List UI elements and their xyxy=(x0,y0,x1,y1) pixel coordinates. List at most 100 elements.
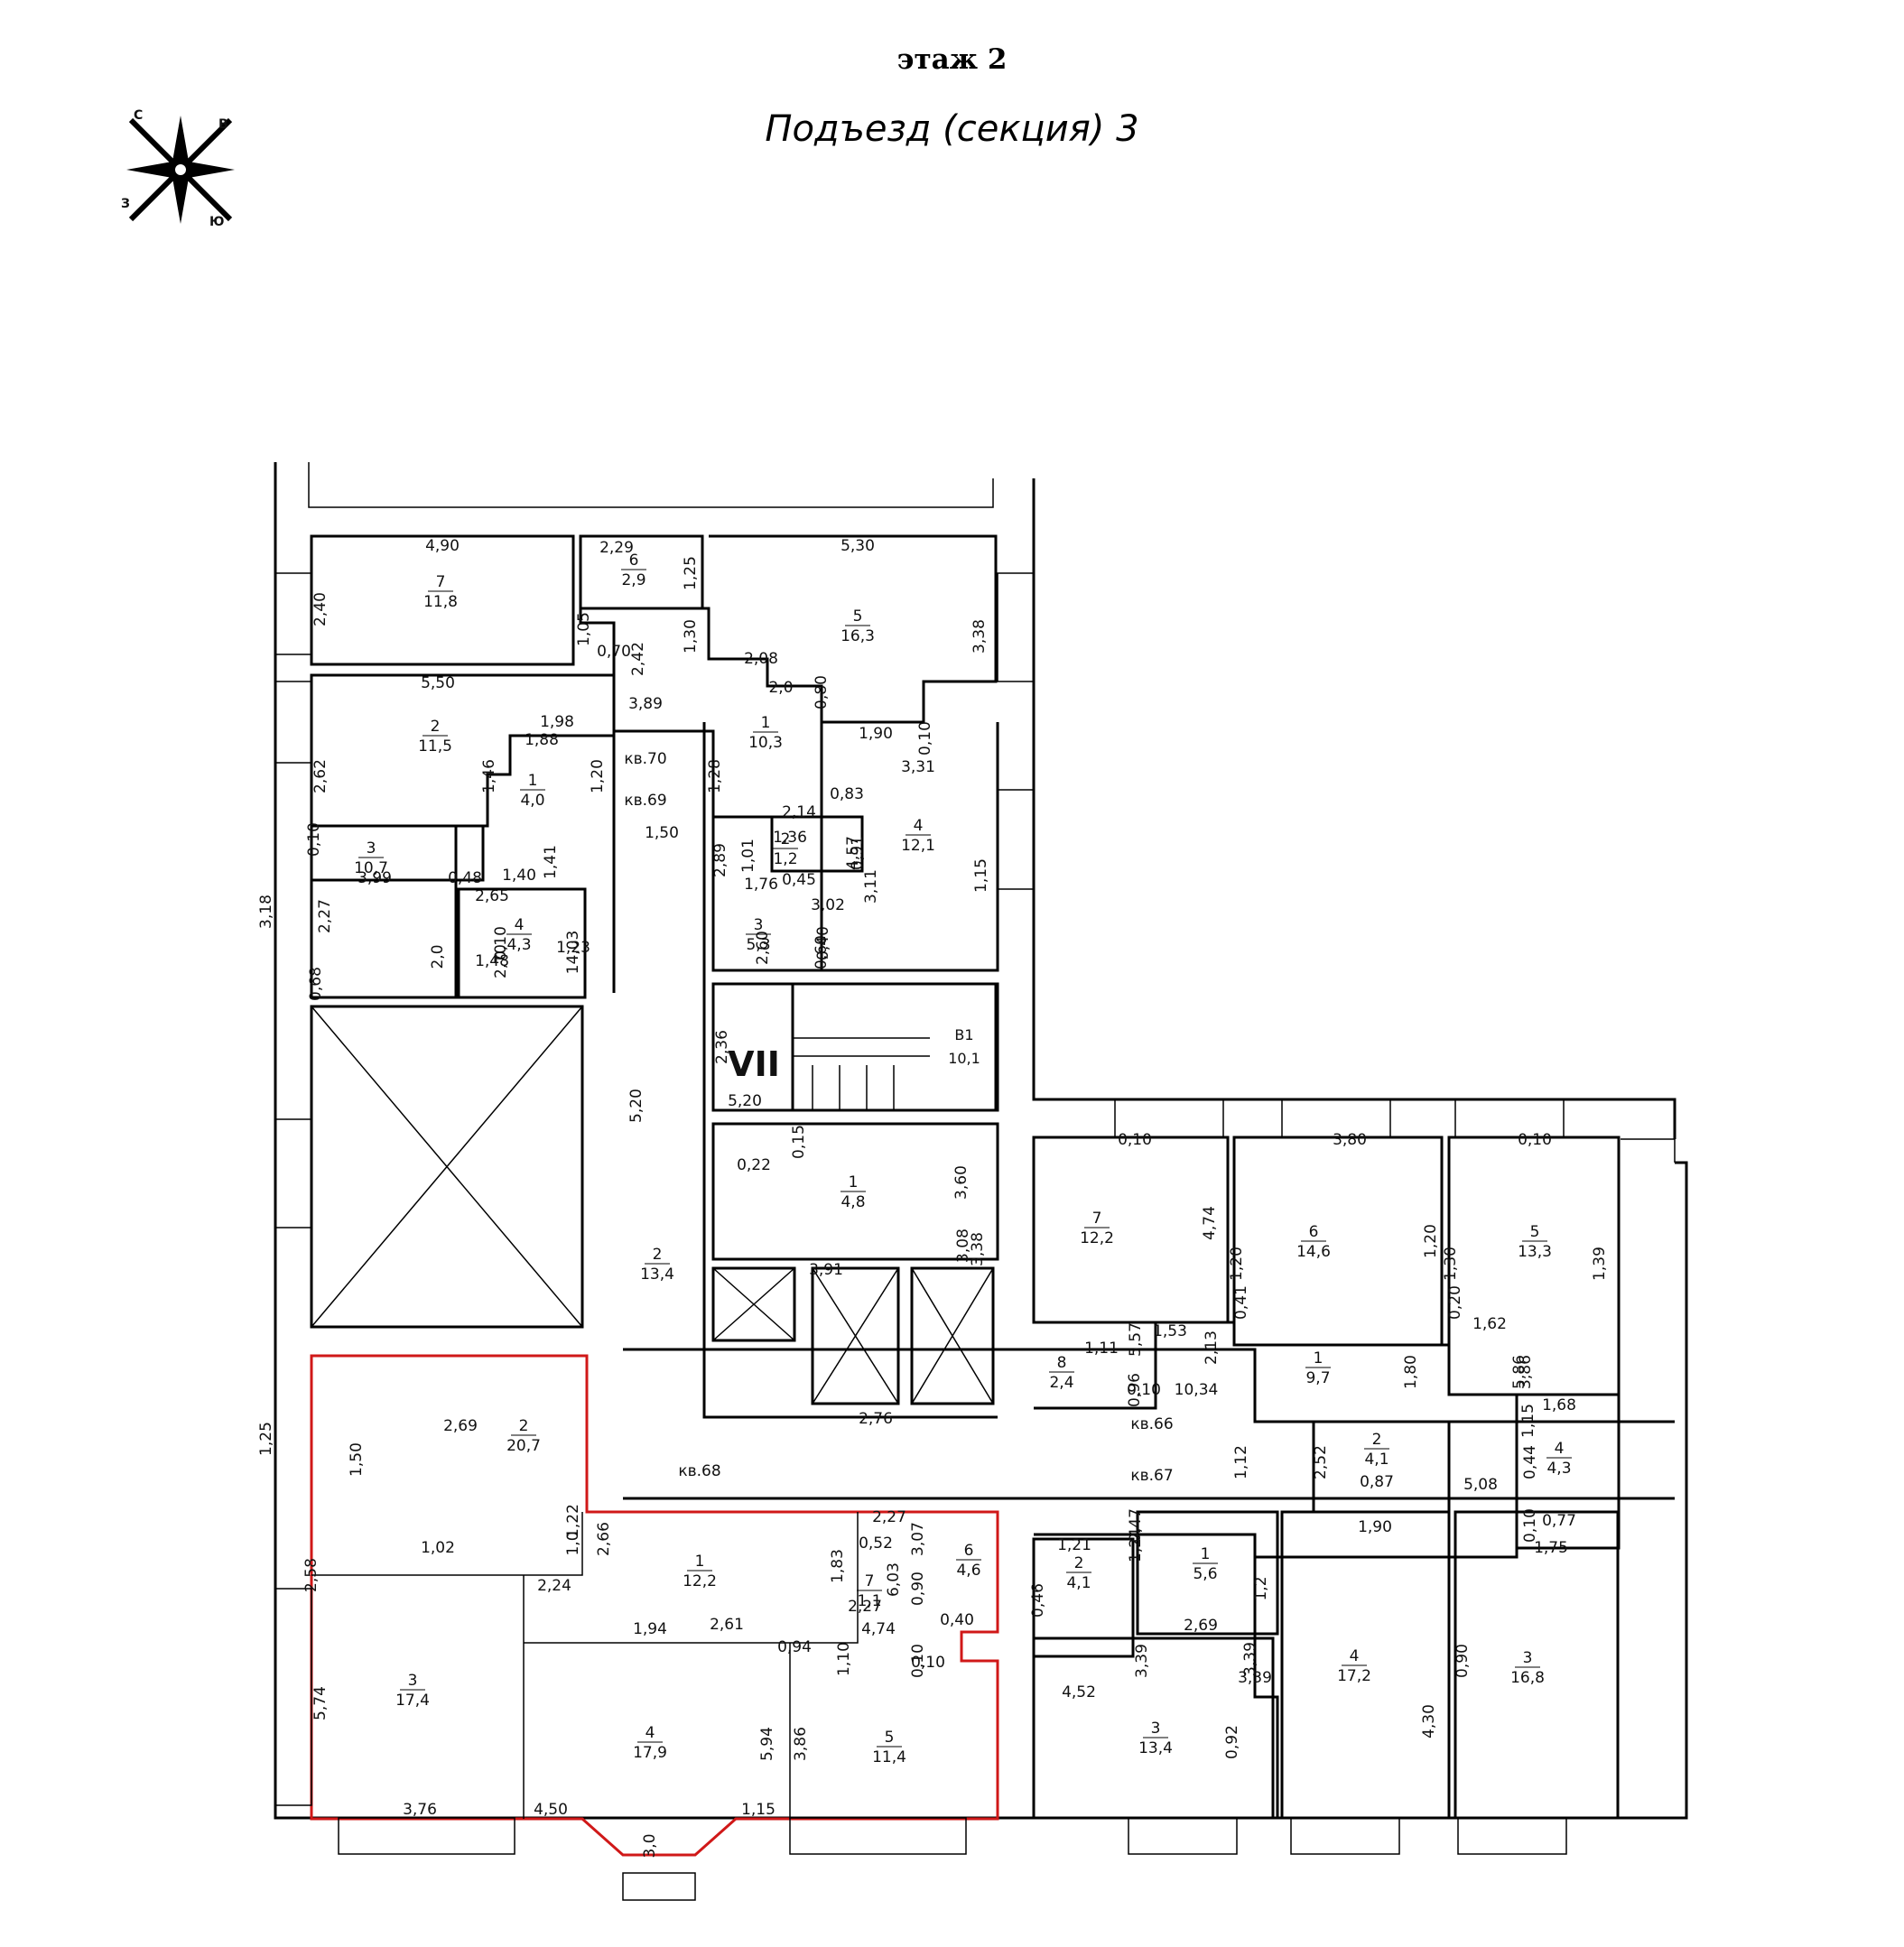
dimension-label: 4,30 xyxy=(1420,1704,1438,1738)
dimension-label: 3,91 xyxy=(809,1261,843,1279)
dimension-label: 0,22 xyxy=(737,1156,771,1174)
dimension-label: 3,89 xyxy=(628,695,663,713)
dimension-label: 1,22 xyxy=(564,1504,582,1538)
room-number: 5 xyxy=(1530,1223,1540,1241)
dimension-label: 0,70 xyxy=(597,643,631,661)
apartment-68-outline xyxy=(310,1354,999,1857)
dimension-label: 1,25 xyxy=(257,1422,275,1456)
room-area: 5,6 xyxy=(1193,1565,1217,1583)
room-number: 1 xyxy=(1201,1545,1211,1563)
stairwell xyxy=(791,982,998,1112)
room-number: 5 xyxy=(885,1729,895,1747)
dimension-label: 1,02 xyxy=(421,1539,455,1557)
dimension-label: 2,66 xyxy=(595,1522,613,1556)
room-area: 9,7 xyxy=(1305,1369,1330,1387)
room-area: 11,8 xyxy=(423,593,458,611)
windows xyxy=(274,572,1567,1901)
dimension-label: 3,76 xyxy=(403,1801,437,1819)
room-area: 1,2 xyxy=(773,850,797,868)
dimension-label: 0,52 xyxy=(859,1534,893,1553)
room-area: 4,1 xyxy=(1066,1574,1091,1592)
dimension-label: 5,74 xyxy=(311,1686,330,1720)
dimension-label: 1,25 xyxy=(682,556,700,590)
compass-south: Ю xyxy=(209,215,224,229)
room-area: 17,9 xyxy=(633,1744,667,1762)
dimension-label: 5,94 xyxy=(758,1727,776,1761)
room-number: 8 xyxy=(1057,1354,1067,1372)
room-area: 13,4 xyxy=(640,1266,674,1284)
dimension-label: 1,2 xyxy=(1252,1576,1270,1600)
dimension-label: 0,10 xyxy=(911,1654,945,1672)
compass-west: З xyxy=(121,197,130,211)
dimension-label: 0,20 xyxy=(1446,1285,1464,1320)
room-number: 4 xyxy=(515,916,525,934)
room-number: 6 xyxy=(1309,1223,1319,1241)
room-number: 2 xyxy=(431,718,441,736)
dimension-label: 0,48 xyxy=(448,869,482,887)
apartment-label: кв.66 xyxy=(1130,1415,1173,1433)
dimension-label: 0,92 xyxy=(1223,1725,1241,1759)
dimension-label: 3,02 xyxy=(811,896,845,914)
room-number: 1 xyxy=(849,1173,859,1191)
compass-north: С xyxy=(134,108,143,123)
dimension-label: 1,05 xyxy=(575,612,593,646)
dimension-label: 0,10 xyxy=(1518,1131,1552,1149)
dimension-label: 2,69 xyxy=(443,1417,478,1435)
dimension-label: 1,21 xyxy=(1057,1536,1091,1554)
dimension-label: 1,53 xyxy=(1153,1322,1187,1340)
dimension-label: 1,12 xyxy=(1232,1445,1250,1479)
dimension-label: 0,15 xyxy=(790,1125,808,1159)
dimension-label: 0,40 xyxy=(814,926,832,960)
dimension-label: 2,61 xyxy=(710,1616,744,1634)
dimension-label: 2,29 xyxy=(599,539,634,557)
room-area: 4,3 xyxy=(1546,1460,1571,1478)
room-area: 11,4 xyxy=(872,1748,906,1766)
room-area: 10,7 xyxy=(354,859,388,877)
dimension-label: 3,39 xyxy=(1238,1669,1272,1687)
dimension-label: 1,15 xyxy=(1519,1404,1537,1438)
dimension-label: 0,41 xyxy=(1232,1285,1250,1320)
room-area: 1,1 xyxy=(857,1592,881,1610)
dimension-label: 3,80 xyxy=(1333,1131,1367,1149)
dimension-label: 4,50 xyxy=(534,1801,568,1819)
dimension-label: 3,38 xyxy=(969,1232,987,1266)
dimension-label: 0,90 xyxy=(909,1572,927,1606)
dimension-label: 2,52 xyxy=(1312,1445,1330,1479)
dimension-label: 0,10 xyxy=(909,1644,927,1678)
dimension-label: 0,40 xyxy=(940,1611,974,1629)
room-number: 4 xyxy=(646,1724,655,1742)
dimension-label: 0,10 xyxy=(916,721,934,756)
room-number: 1 xyxy=(761,714,771,732)
room-number: 1 xyxy=(528,772,538,790)
room-number: 3 xyxy=(754,916,764,934)
apartment-label: кв.69 xyxy=(624,792,666,810)
room-area: 11,5 xyxy=(418,737,452,756)
room-area: 17,4 xyxy=(395,1692,430,1710)
stair-room-number: В1 xyxy=(954,1026,973,1043)
room-number: 4 xyxy=(1555,1440,1565,1458)
dimension-label: 1,36 xyxy=(773,829,807,847)
elevator-shafts xyxy=(711,1266,995,1405)
dimension-label: 2,65 xyxy=(475,887,509,905)
dimension-label: 3,39 xyxy=(1133,1644,1151,1678)
dimension-label: 1,23 xyxy=(556,939,590,957)
room-number: 3 xyxy=(367,839,376,858)
dimension-label: 1,40 xyxy=(502,867,536,885)
dimension-label: 6,03 xyxy=(885,1562,903,1597)
dimension-label: 1,50 xyxy=(348,1442,366,1477)
dimension-label: 3,18 xyxy=(257,895,275,929)
room-area: 12,2 xyxy=(683,1572,717,1590)
room-number: 3 xyxy=(1151,1720,1161,1738)
room-area: 16,3 xyxy=(841,627,875,645)
dimension-label: 2,76 xyxy=(859,1410,893,1428)
dimension-label: 2,70 xyxy=(492,944,510,978)
dimension-label: 0,94 xyxy=(777,1638,812,1656)
room-area: 14,6 xyxy=(1296,1243,1331,1261)
dimension-label: 3,11 xyxy=(862,869,880,904)
room-area: 12,2 xyxy=(1080,1229,1114,1247)
room-number: 3 xyxy=(1523,1649,1533,1667)
dimension-label: 3,38 xyxy=(971,619,989,654)
section-title: Подъезд (секция) 3 xyxy=(765,108,1139,150)
room-number: 6 xyxy=(964,1542,974,1560)
dimension-label: 4,57 xyxy=(844,836,862,870)
